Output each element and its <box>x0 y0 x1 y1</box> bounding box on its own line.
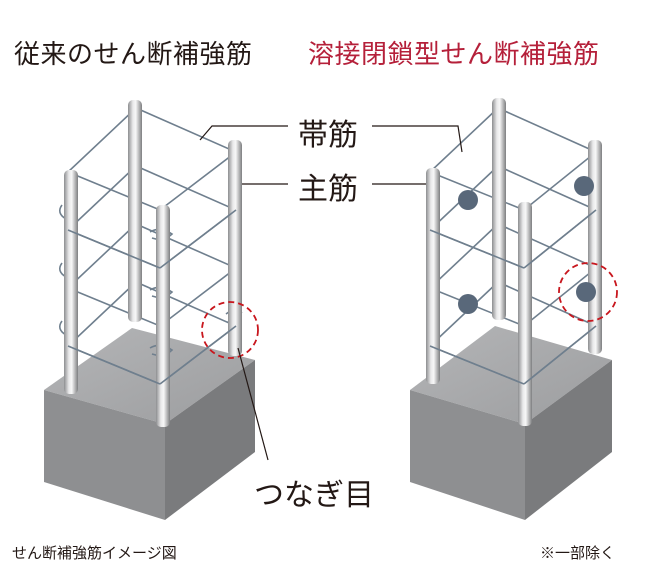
weld-point <box>458 190 478 210</box>
exception-note: ※一部除く <box>540 544 616 562</box>
weld-point <box>458 294 478 314</box>
image-caption: せん断補強筋イメージ図 <box>12 544 177 562</box>
main-bar <box>128 100 142 322</box>
main-bar <box>426 168 440 384</box>
main-bar <box>64 170 78 394</box>
weld-point <box>574 176 594 196</box>
weld-point <box>576 282 596 302</box>
title-welded-closed: 溶接閉鎖型せん断補強筋 <box>308 40 600 70</box>
leader-line <box>199 125 288 141</box>
main-bar <box>518 202 532 426</box>
main-bar <box>492 98 506 320</box>
title-conventional: 従来のせん断補強筋 <box>14 40 253 70</box>
main-bar <box>156 205 170 427</box>
left-column-diagram <box>44 100 259 520</box>
label-joint: つなぎ目 <box>254 478 374 513</box>
label-hoop: 帯筋 <box>298 118 358 153</box>
highlight-circle <box>558 262 618 322</box>
weld-points <box>458 176 596 314</box>
right-column-diagram <box>410 98 618 520</box>
leader-lines <box>199 125 463 461</box>
highlight-circle <box>201 301 259 359</box>
right-concrete-base <box>410 326 612 520</box>
main-bar <box>228 140 242 356</box>
right-main-bars <box>426 98 602 426</box>
main-bar <box>588 140 602 354</box>
leader-line <box>237 347 269 461</box>
label-main-bar: 主筋 <box>298 172 358 207</box>
left-hoops-front <box>67 209 237 385</box>
leader-line <box>372 125 463 153</box>
right-hoops-front <box>429 209 597 385</box>
